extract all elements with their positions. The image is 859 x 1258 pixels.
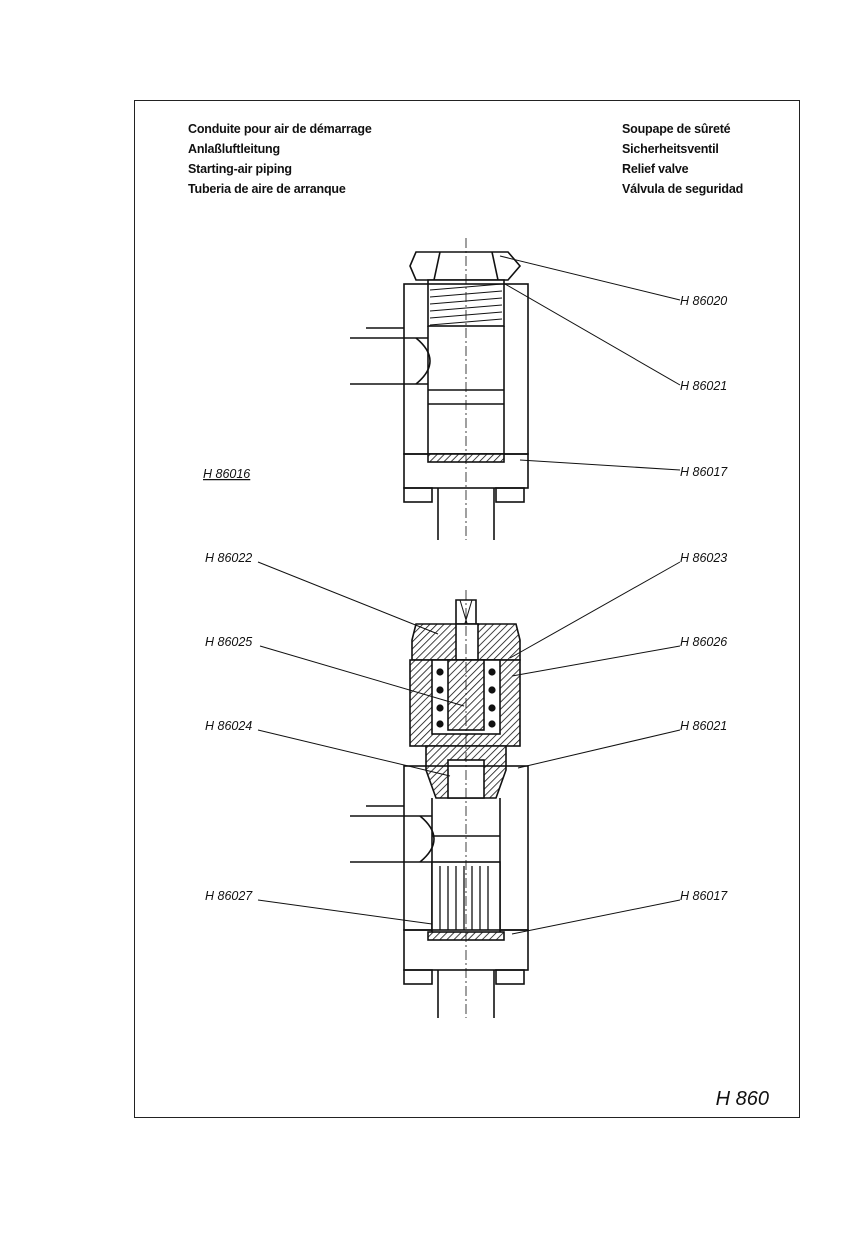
spring — [436, 668, 496, 728]
lower-assembly — [350, 590, 529, 1018]
label-assembly: H 86016 — [203, 467, 250, 481]
title-right-fr: Soupape de sûreté — [622, 122, 731, 136]
label-valve-seat: H 86024 — [205, 719, 252, 733]
upper-assembly — [350, 238, 529, 540]
label-valve-spring: H 86025 — [205, 635, 252, 649]
title-right-de: Sicherheitsventil — [622, 142, 719, 156]
label-bottom-seal: H 86021 — [680, 719, 727, 733]
label-top-seal: H 86021 — [680, 379, 727, 393]
label-valve-body: H 86026 — [680, 635, 727, 649]
leader-lines — [257, 255, 681, 935]
label-bottom-gasket: H 86017 — [680, 889, 728, 903]
title-block-right: Soupape de sûreté Sicherheitsventil Reli… — [622, 119, 743, 199]
title-de: Anlaßluftleitung — [188, 142, 280, 156]
label-top-gasket: H 86017 — [680, 465, 728, 479]
label-filter: H 86027 — [205, 889, 253, 903]
label-valve-cap: H 86022 — [205, 551, 252, 565]
label-top-nut: H 86020 — [680, 294, 727, 308]
title-right-es: Válvula de seguridad — [622, 182, 744, 196]
pipe-weld — [415, 337, 431, 385]
title-fr: Conduite pour air de démarrage — [188, 122, 372, 136]
drawing-frame: Conduite pour air de démarrage Anlaßluft… — [134, 100, 800, 1118]
title-right-en: Relief valve — [622, 162, 689, 176]
label-valve-ring: H 86023 — [680, 551, 727, 565]
hex-nut — [409, 251, 522, 281]
title-block-left: Conduite pour air de démarrage Anlaßluft… — [188, 119, 372, 199]
title-en: Starting-air piping — [188, 162, 292, 176]
page-id: H 860 — [715, 1088, 769, 1110]
title-es: Tuberia de aire de arranque — [188, 182, 346, 196]
